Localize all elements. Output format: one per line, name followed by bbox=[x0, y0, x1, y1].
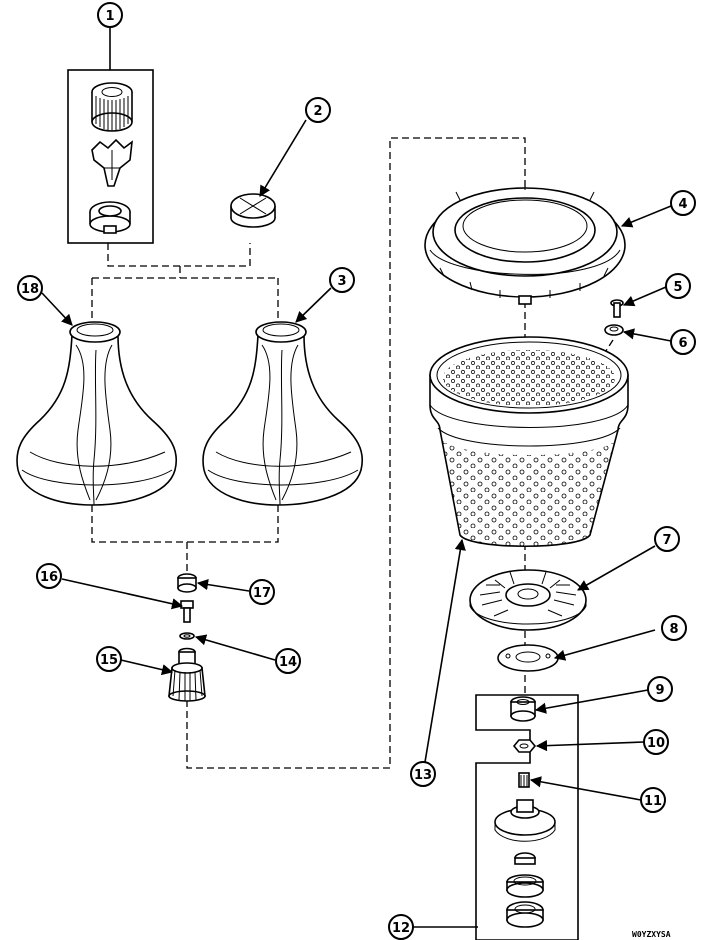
part-16-bolt bbox=[180, 600, 194, 623]
callout-7: 7 bbox=[654, 526, 680, 552]
agitator-right bbox=[202, 321, 363, 506]
part-11-spline bbox=[518, 772, 530, 788]
callout-3: 3 bbox=[329, 267, 355, 293]
callout-17-label: 17 bbox=[253, 586, 271, 601]
agitator-dog bbox=[91, 138, 133, 187]
leader-lines bbox=[41, 28, 672, 928]
part-8-gasket bbox=[497, 644, 559, 672]
callout-1-label: 1 bbox=[105, 9, 114, 24]
part-7-hub bbox=[469, 569, 587, 631]
callout-6-label: 6 bbox=[678, 336, 687, 351]
callout-11: 11 bbox=[640, 787, 666, 813]
part-13-spin-basket bbox=[429, 336, 629, 547]
callout-5-label: 5 bbox=[673, 280, 682, 295]
callout-12-label: 12 bbox=[392, 921, 410, 936]
callout-10: 10 bbox=[643, 729, 669, 755]
callout-13-label: 13 bbox=[414, 768, 432, 783]
callout-13: 13 bbox=[410, 761, 436, 787]
callout-15: 15 bbox=[96, 646, 122, 672]
part-4-tub-ring bbox=[424, 184, 626, 305]
callout-6: 6 bbox=[670, 329, 696, 355]
part-1-box bbox=[67, 69, 154, 244]
callout-7-label: 7 bbox=[662, 533, 671, 548]
callout-18-label: 18 bbox=[21, 282, 39, 297]
callout-2-label: 2 bbox=[313, 104, 322, 119]
callout-14-label: 14 bbox=[279, 655, 297, 670]
callout-5: 5 bbox=[665, 273, 691, 299]
callout-8: 8 bbox=[661, 615, 687, 641]
drawing-code: W0YZXYSA bbox=[632, 930, 671, 939]
callout-4: 4 bbox=[670, 190, 696, 216]
part-14-washer bbox=[179, 632, 195, 640]
callout-14: 14 bbox=[275, 648, 301, 674]
callout-4-label: 4 bbox=[678, 197, 687, 212]
callout-18: 18 bbox=[17, 275, 43, 301]
part-17-plug bbox=[177, 573, 197, 593]
agitator-cap bbox=[91, 82, 133, 132]
callout-11-label: 11 bbox=[644, 794, 662, 809]
callout-1: 1 bbox=[97, 2, 123, 28]
callout-2: 2 bbox=[305, 97, 331, 123]
agitator-left bbox=[16, 321, 177, 506]
part-6-washer bbox=[604, 324, 624, 336]
part-12-box bbox=[475, 694, 579, 940]
callout-16-label: 16 bbox=[40, 570, 58, 585]
agitator-seal bbox=[89, 201, 131, 234]
part-5-screw bbox=[610, 299, 624, 318]
callout-15-label: 15 bbox=[100, 653, 118, 668]
part-12-bearing-assembly bbox=[494, 799, 556, 928]
callout-3-label: 3 bbox=[337, 274, 346, 289]
callout-16: 16 bbox=[36, 563, 62, 589]
callout-8-label: 8 bbox=[669, 622, 678, 637]
part-15-drive-block bbox=[168, 647, 206, 702]
part-10-hex-nut bbox=[512, 739, 537, 753]
part-9-nut bbox=[510, 696, 536, 722]
callout-9-label: 9 bbox=[655, 683, 664, 698]
part-2-cap bbox=[230, 193, 276, 228]
callout-10-label: 10 bbox=[647, 736, 665, 751]
callout-9: 9 bbox=[647, 676, 673, 702]
callout-17: 17 bbox=[249, 579, 275, 605]
callout-12: 12 bbox=[388, 914, 414, 940]
